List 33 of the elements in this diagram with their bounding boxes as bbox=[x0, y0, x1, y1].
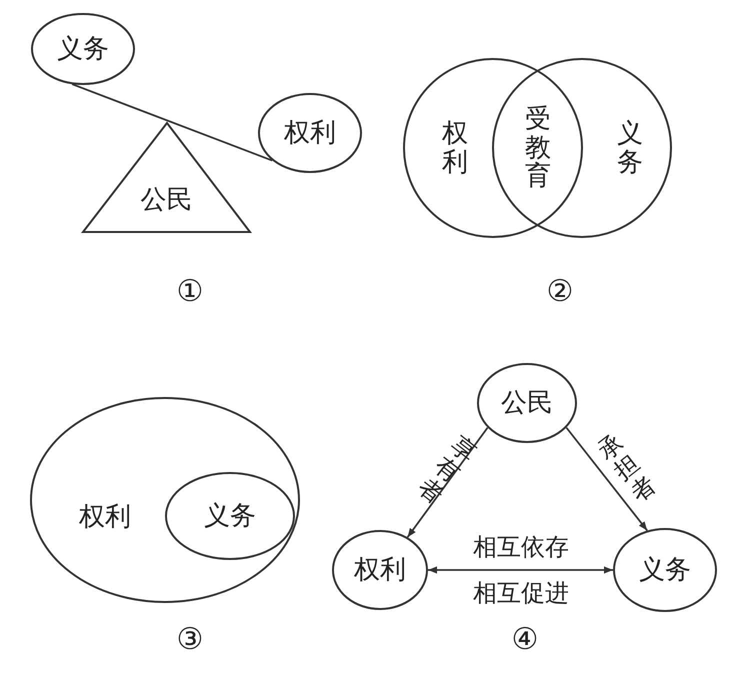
ellipse-node bbox=[332, 530, 428, 610]
node-text: 义务 bbox=[57, 36, 109, 62]
circle-node bbox=[492, 58, 672, 238]
panel-number: ① bbox=[176, 277, 204, 307]
edge-label: 相互依存 bbox=[472, 534, 570, 560]
ellipse-node bbox=[165, 472, 295, 560]
panel-number: ④ bbox=[512, 625, 538, 655]
arrow bbox=[428, 566, 613, 574]
node-text: 权利 bbox=[79, 504, 131, 530]
node-text: 权利 bbox=[442, 119, 468, 177]
edge-label: 享有者 bbox=[412, 430, 482, 510]
node-text: 公民 bbox=[501, 390, 553, 416]
arrow bbox=[566, 427, 648, 532]
ellipse-node bbox=[613, 528, 717, 612]
ellipse-node bbox=[30, 397, 300, 603]
node-text: 义务 bbox=[639, 557, 691, 583]
circle-node bbox=[403, 58, 583, 238]
node-text: 义务 bbox=[617, 119, 643, 177]
lever-beam bbox=[72, 83, 273, 162]
text-label: 受教育 bbox=[525, 105, 551, 191]
panel-number: ② bbox=[546, 277, 574, 307]
node-text: 公民 bbox=[140, 186, 192, 212]
node-text: 权利 bbox=[284, 120, 336, 146]
ellipse-node bbox=[258, 93, 362, 173]
panel-number: ③ bbox=[176, 625, 204, 655]
fulcrum-triangle bbox=[83, 123, 250, 232]
ellipse-node bbox=[31, 13, 135, 85]
ellipse-node bbox=[477, 363, 577, 443]
node-text: 权利 bbox=[354, 557, 406, 583]
edge-label: 承担者 bbox=[592, 428, 662, 508]
text-label: 相互促进 bbox=[473, 581, 569, 605]
arrow bbox=[406, 427, 488, 538]
node-text: 义务 bbox=[204, 503, 256, 529]
